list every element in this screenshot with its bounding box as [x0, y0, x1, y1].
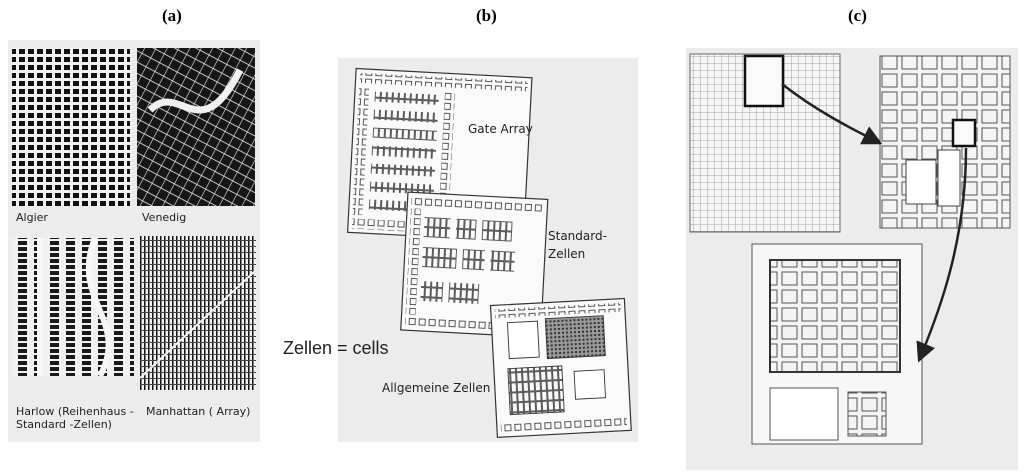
panel-label-a: (a) — [162, 6, 182, 25]
zoom-box-1 — [743, 54, 785, 108]
label-manhattan: Manhattan ( Array) — [146, 405, 251, 418]
harlow-map — [12, 238, 134, 376]
general-cell-chip — [489, 297, 632, 438]
panel-label-c: (c) — [848, 6, 867, 25]
detail-core — [769, 259, 901, 373]
label-harlow-1: Harlow (Reihenhaus - — [16, 405, 134, 418]
label-standard-1: Standard- — [548, 229, 607, 243]
label-gate-array: Gate Array — [468, 122, 533, 136]
label-standard-2: Zellen — [548, 247, 585, 261]
venedig-canal — [147, 68, 244, 114]
mid-block-b — [937, 149, 961, 207]
arrow-zoom-2 — [916, 147, 968, 363]
manhattan-broadway — [139, 269, 257, 379]
label-allgemeine: Allgemeine Zellen — [382, 381, 490, 395]
label-algier: Algier — [16, 211, 48, 224]
algier-map — [12, 48, 130, 206]
arrow-zoom-1 — [781, 83, 883, 145]
harlow-roads — [37, 236, 112, 378]
detail-block-b — [847, 391, 887, 437]
note-zellen-cells: Zellen = cells — [283, 338, 389, 358]
manhattan-map — [140, 236, 256, 390]
label-harlow-2: Standard -Zellen) — [16, 418, 112, 431]
label-venedig: Venedig — [142, 211, 187, 224]
zoom-box-2 — [951, 118, 977, 148]
panel-label-b: (b) — [476, 6, 497, 25]
detail-block-a — [769, 387, 839, 441]
mid-block-a — [905, 159, 937, 205]
